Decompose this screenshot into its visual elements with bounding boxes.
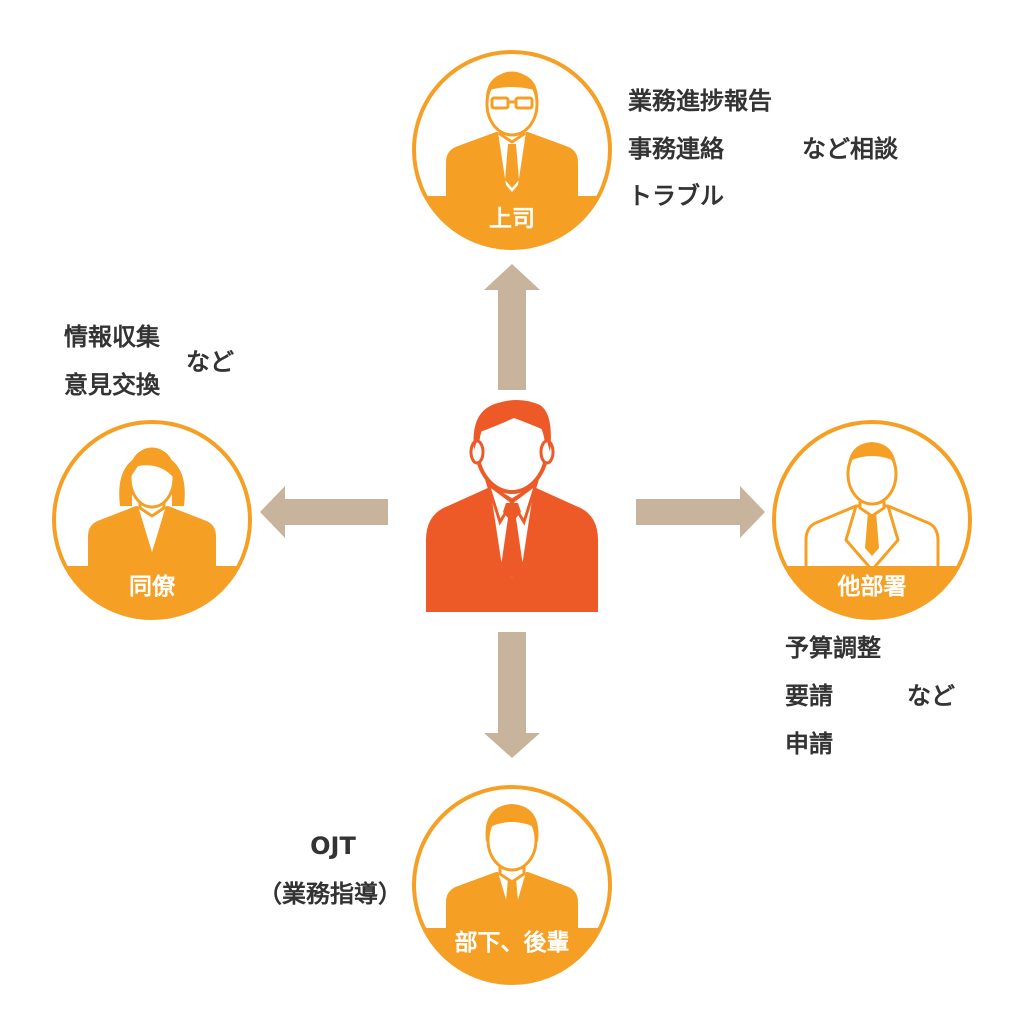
colleague-note-2: 意見交換 bbox=[64, 371, 160, 399]
other-dept-note-2: 要請 bbox=[785, 682, 833, 710]
arrow-down bbox=[484, 632, 540, 758]
arrows bbox=[260, 264, 765, 758]
boss-note-3: トラブル bbox=[628, 182, 724, 210]
center-person bbox=[426, 399, 598, 612]
other-dept-label: 他部署 bbox=[837, 573, 907, 600]
arrow-right bbox=[636, 486, 765, 538]
colleague-note-1: 情報収集 bbox=[64, 323, 160, 351]
colleague-node: 同僚 bbox=[52, 420, 252, 620]
colleague-label: 同僚 bbox=[129, 573, 176, 600]
subordinate-node: 部下、後輩 bbox=[412, 785, 612, 985]
other-dept-note-1: 予算調整 bbox=[785, 634, 881, 662]
subordinate-note-2: （業務指導） bbox=[258, 880, 402, 908]
other-dept-note-3: 申請 bbox=[785, 730, 833, 758]
boss-note-2: 事務連絡 bbox=[628, 135, 724, 163]
boss-note-suffix: など相談 bbox=[802, 135, 898, 163]
businessman-icon bbox=[426, 399, 598, 612]
subordinate-label: 部下、後輩 bbox=[455, 929, 570, 956]
subordinate-note-1: OJT bbox=[310, 832, 356, 860]
colleague-note-suffix: など bbox=[186, 348, 234, 376]
other-dept-node: 他部署 bbox=[772, 420, 972, 620]
boss-node: 上司 bbox=[412, 50, 612, 250]
boss-note-1: 業務進捗報告 bbox=[628, 87, 772, 115]
other-dept-note-suffix: など bbox=[907, 682, 955, 710]
young-man-icon bbox=[414, 804, 610, 983]
arrow-up bbox=[484, 264, 540, 390]
arrow-left bbox=[260, 486, 388, 538]
boss-label: 上司 bbox=[489, 206, 535, 232]
